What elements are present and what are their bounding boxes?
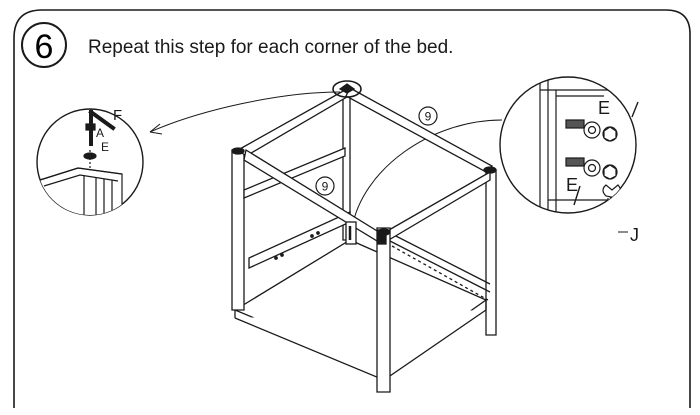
post-front-left xyxy=(231,149,245,311)
detail-right: E E J xyxy=(499,76,639,245)
label-wrench-j: J xyxy=(630,225,639,245)
step-instruction: Repeat this step for each corner of the … xyxy=(88,37,453,58)
bolt-icon-top xyxy=(565,119,618,142)
top-rail-right xyxy=(345,87,494,173)
callout-arrow-left xyxy=(149,91,341,133)
marker-top: 9 xyxy=(418,106,438,126)
wrench-icon xyxy=(602,184,622,213)
label-washer-e-top: E xyxy=(598,98,610,118)
frame-border xyxy=(13,9,691,408)
detail-right-outline xyxy=(499,76,637,214)
top-rail-left-inner xyxy=(243,147,346,199)
label-bolt-a: A xyxy=(96,126,104,140)
step-badge: 6 xyxy=(21,22,67,68)
bolt-icon xyxy=(85,123,96,140)
marker-top-label: 9 xyxy=(425,110,432,124)
step-number: 6 xyxy=(35,28,54,66)
label-tool-f: F xyxy=(113,107,122,124)
label-washer-e-bottom: E xyxy=(566,175,578,195)
post-front-right xyxy=(376,227,391,393)
label-washer-e: E xyxy=(101,140,109,154)
top-rail-front-right xyxy=(381,170,491,246)
post-back-right xyxy=(485,169,497,336)
corner-highlight xyxy=(332,80,362,98)
bed-frame xyxy=(231,80,497,393)
top-rail-back xyxy=(236,89,354,157)
marker-middle-label: 9 xyxy=(322,180,329,194)
detail-left: F A E xyxy=(36,107,144,216)
callout-connector-right xyxy=(351,119,503,229)
marker-middle: 9 xyxy=(315,176,335,196)
bolt-icon-bottom xyxy=(565,157,618,180)
